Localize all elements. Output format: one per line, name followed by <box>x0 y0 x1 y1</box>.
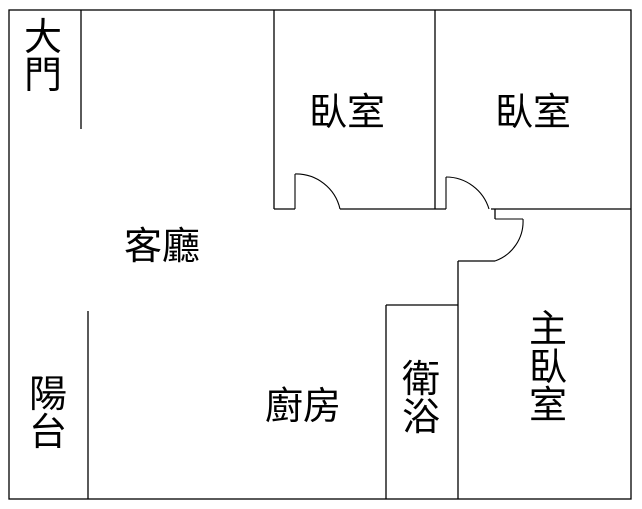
bathroom-label: 衛 浴 <box>402 357 441 439</box>
master-bedroom-label: 主 臥 室 <box>529 307 568 427</box>
entrance-label: 大 門 <box>24 15 63 97</box>
bedroom-2-door-swing <box>445 176 490 210</box>
kitchen-label: 廚房 <box>265 384 342 428</box>
bedroom-2-door[interactable] <box>445 176 490 210</box>
master-bedroom-door-swing <box>494 218 524 262</box>
bedroom-1-label: 臥室 <box>309 90 386 134</box>
bedroom-1-door-swing <box>294 173 341 210</box>
living-room-label: 客廳 <box>124 224 201 268</box>
bedroom-2-label: 臥室 <box>495 90 572 134</box>
master-bedroom-door[interactable] <box>494 218 524 262</box>
balcony-label: 陽 台 <box>29 372 68 454</box>
bedroom-1-door[interactable] <box>294 173 341 210</box>
outer-wall <box>8 9 632 500</box>
